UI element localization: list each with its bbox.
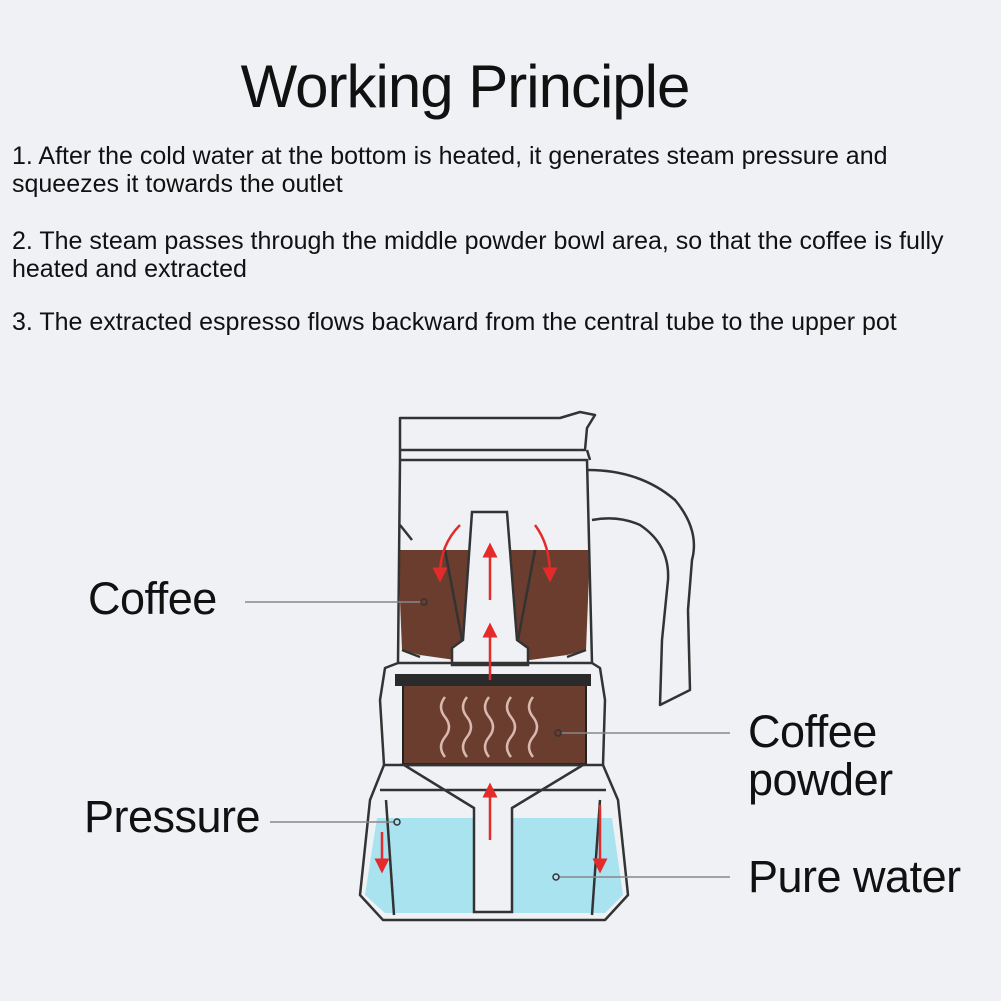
coffee-powder-basket — [402, 683, 587, 765]
label-coffee-powder: Coffee powder — [748, 706, 893, 805]
leader-dots — [393, 598, 562, 881]
step-2-text: 2. The steam passes through the middle p… — [12, 227, 944, 283]
arrow-curve-left — [432, 524, 461, 583]
page-title: Working Principle — [240, 53, 691, 120]
steam-squiggles — [439, 696, 539, 758]
basket-rim — [395, 674, 591, 686]
label-coffee: Coffee — [88, 573, 217, 624]
leader-lines — [245, 601, 730, 878]
step-3-text: 3. The extracted espresso flows backward… — [12, 308, 897, 336]
flow-arrows — [374, 524, 608, 874]
arrow-curve-right — [533, 524, 558, 583]
step-1-text: 1. After the cold water at the bottom is… — [12, 142, 888, 198]
label-pure-water: Pure water — [748, 851, 961, 902]
label-pressure: Pressure — [84, 791, 261, 842]
